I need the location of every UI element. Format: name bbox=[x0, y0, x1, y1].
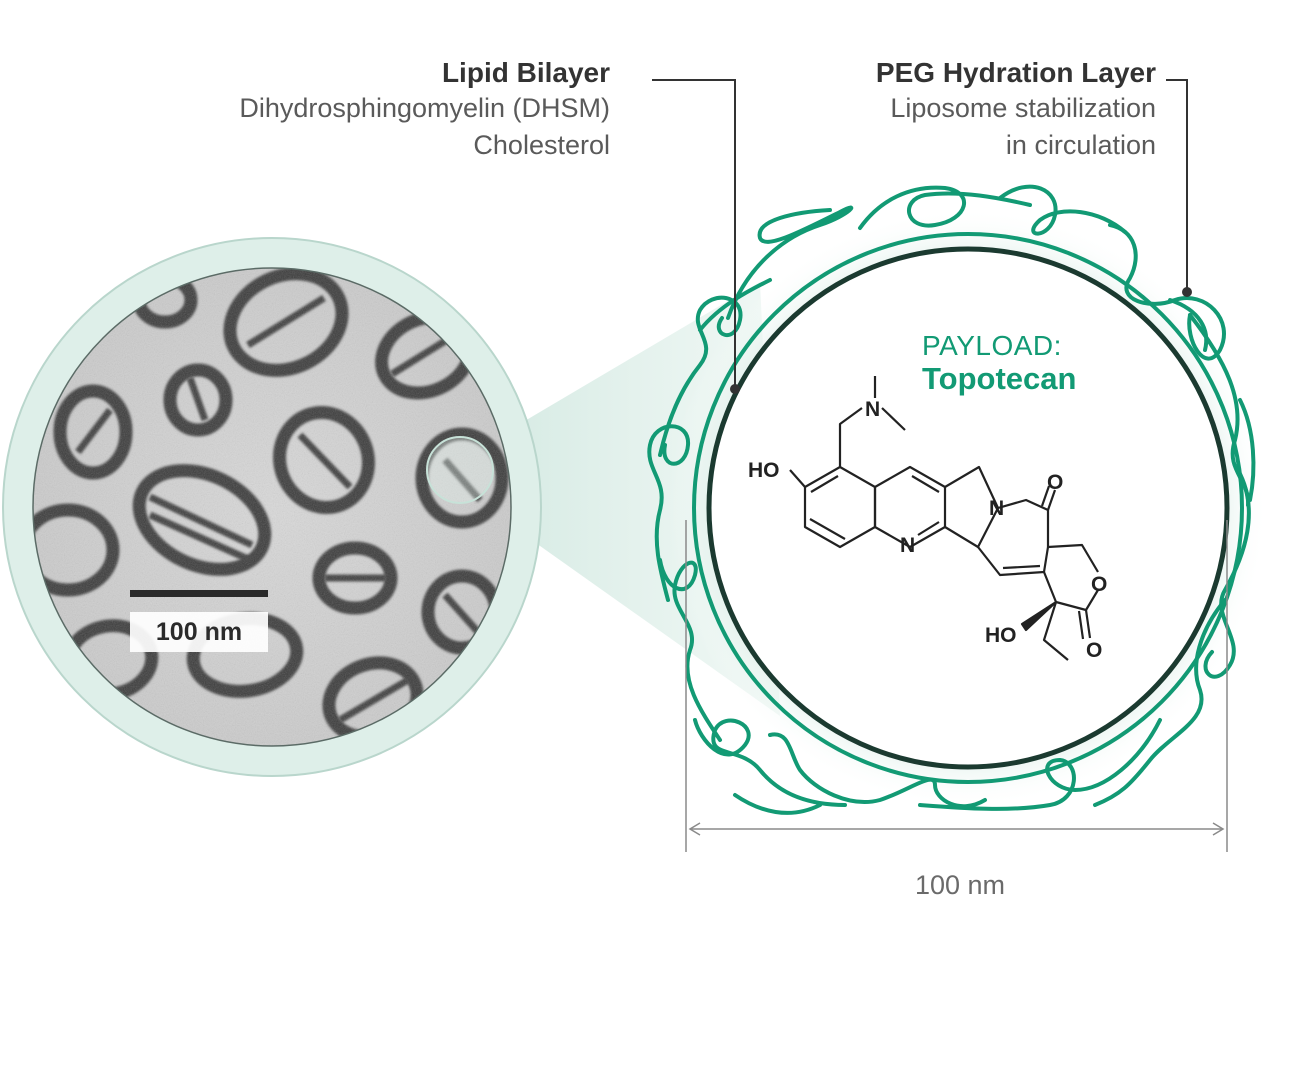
payload-drug-name: Topotecan bbox=[922, 361, 1077, 396]
lipid-bilayer-line1: Dihydrosphingomyelin (DHSM) bbox=[239, 93, 610, 123]
payload-label-group: PAYLOAD: Topotecan bbox=[922, 330, 1076, 396]
micrograph-image bbox=[33, 268, 511, 746]
atom-o-lactone: O bbox=[1086, 639, 1102, 662]
atom-labels: HO N N N O O O HO bbox=[748, 398, 1107, 662]
lipid-bilayer-callout: Lipid Bilayer Dihydrosphingomyelin (DHSM… bbox=[120, 56, 610, 164]
micrograph-inner-border bbox=[32, 267, 512, 747]
atom-n-amine: N bbox=[865, 398, 880, 421]
diameter-label: 100 nm bbox=[914, 870, 1006, 900]
lipid-bilayer-line2: Cholesterol bbox=[473, 130, 610, 160]
scale-bar bbox=[130, 590, 268, 597]
atom-n-lactam: N bbox=[989, 497, 1004, 520]
peg-layer-callout: PEG Hydration Layer Liposome stabilizati… bbox=[760, 56, 1156, 164]
atom-o-ring: O bbox=[1091, 573, 1107, 596]
dimension-lines bbox=[685, 520, 1228, 852]
liposome-outer-leaflet bbox=[692, 232, 1244, 784]
liposome-fill bbox=[709, 249, 1227, 767]
peg-layer-line2: in circulation bbox=[1005, 130, 1156, 160]
topotecan-structure bbox=[789, 376, 1099, 661]
lipid-leader-line bbox=[652, 79, 736, 389]
lipid-leader-dot bbox=[730, 384, 740, 394]
leader-lines bbox=[652, 79, 1188, 389]
peg-leader-line bbox=[1166, 79, 1188, 292]
peg-layer-title: PEG Hydration Layer bbox=[875, 57, 1156, 88]
atom-ho-bottom: HO bbox=[985, 624, 1017, 647]
highlight-circle bbox=[426, 436, 494, 504]
lipid-bilayer-title: Lipid Bilayer bbox=[441, 57, 610, 88]
atom-ho-top: HO bbox=[748, 459, 780, 482]
atom-o-carbonyl: O bbox=[1047, 471, 1063, 494]
peg-leader-dot bbox=[1182, 287, 1192, 297]
peg-layer-line1: Liposome stabilization bbox=[890, 93, 1156, 123]
atom-n-pyridine: N bbox=[900, 534, 915, 557]
payload-label: PAYLOAD: bbox=[922, 330, 1062, 361]
liposome-inner-leaflet bbox=[706, 246, 1230, 770]
micrograph-scale-label: 100 nm bbox=[130, 612, 268, 652]
